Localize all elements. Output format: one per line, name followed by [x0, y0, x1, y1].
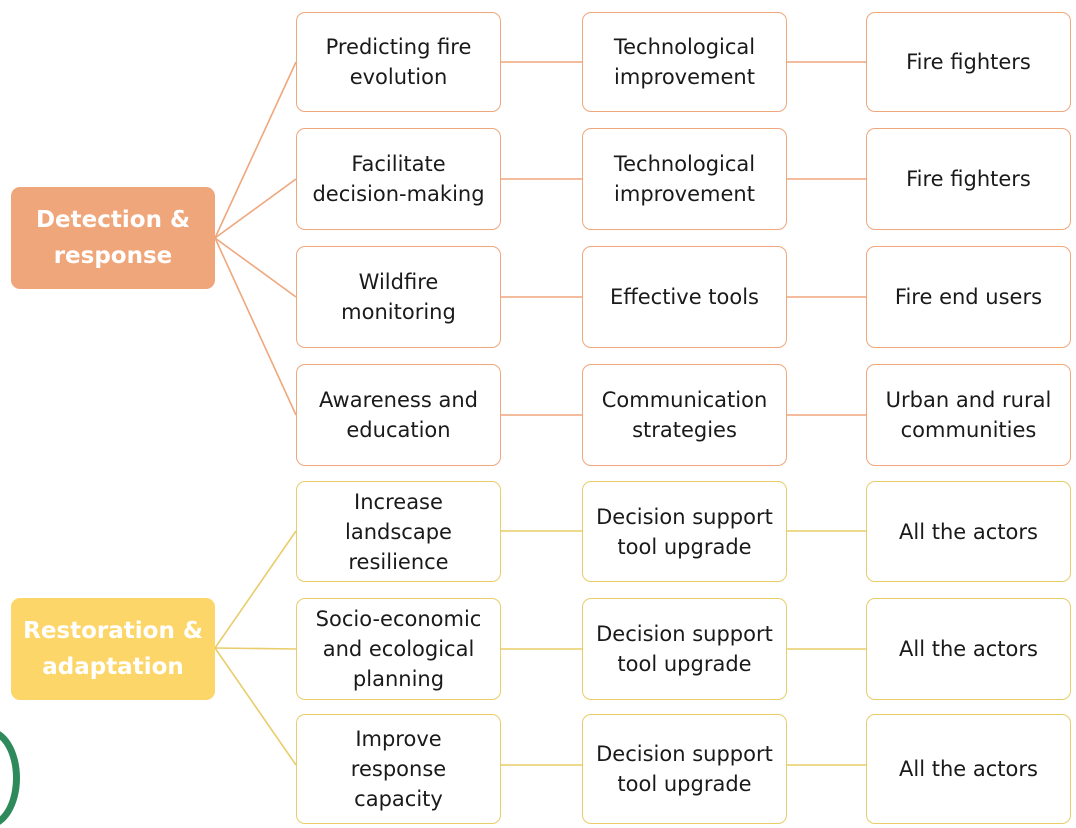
category-connector	[214, 530, 297, 649]
means-box: Effective tools	[582, 246, 787, 348]
means-box: Technological improvement	[582, 128, 787, 230]
actors-box: Fire end users	[866, 246, 1071, 348]
category-restoration-adaptation: Restoration & adaptation	[11, 598, 215, 700]
category-connector	[214, 237, 297, 298]
objective-box: Predicting fire evolution	[296, 12, 501, 112]
category-connector	[214, 647, 297, 766]
means-box: Communication strategies	[582, 364, 787, 466]
category-connector	[214, 178, 297, 239]
objective-box: Socio-economic and ecological planning	[296, 598, 501, 700]
actors-box: Fire fighters	[866, 12, 1071, 112]
means-box: Decision support tool upgrade	[582, 481, 787, 582]
actors-box: All the actors	[866, 598, 1071, 700]
objective-box: Facilitate decision-making	[296, 128, 501, 230]
objective-box: Increase landscape resilience	[296, 481, 501, 582]
actors-box: Fire fighters	[866, 128, 1071, 230]
actors-box: All the actors	[866, 714, 1071, 824]
means-box: Technological improvement	[582, 12, 787, 112]
category-connector	[214, 61, 297, 239]
objective-box: Improve response capacity	[296, 714, 501, 824]
actors-box: Urban and rural communities	[866, 364, 1071, 466]
category-detection-response: Detection & response	[11, 187, 215, 289]
means-box: Decision support tool upgrade	[582, 714, 787, 824]
objective-box: Awareness and education	[296, 364, 501, 466]
category-connector	[214, 647, 297, 650]
category-connector	[214, 237, 297, 416]
objective-box: Wildfire monitoring	[296, 246, 501, 348]
means-box: Decision support tool upgrade	[582, 598, 787, 700]
actors-box: All the actors	[866, 481, 1071, 582]
